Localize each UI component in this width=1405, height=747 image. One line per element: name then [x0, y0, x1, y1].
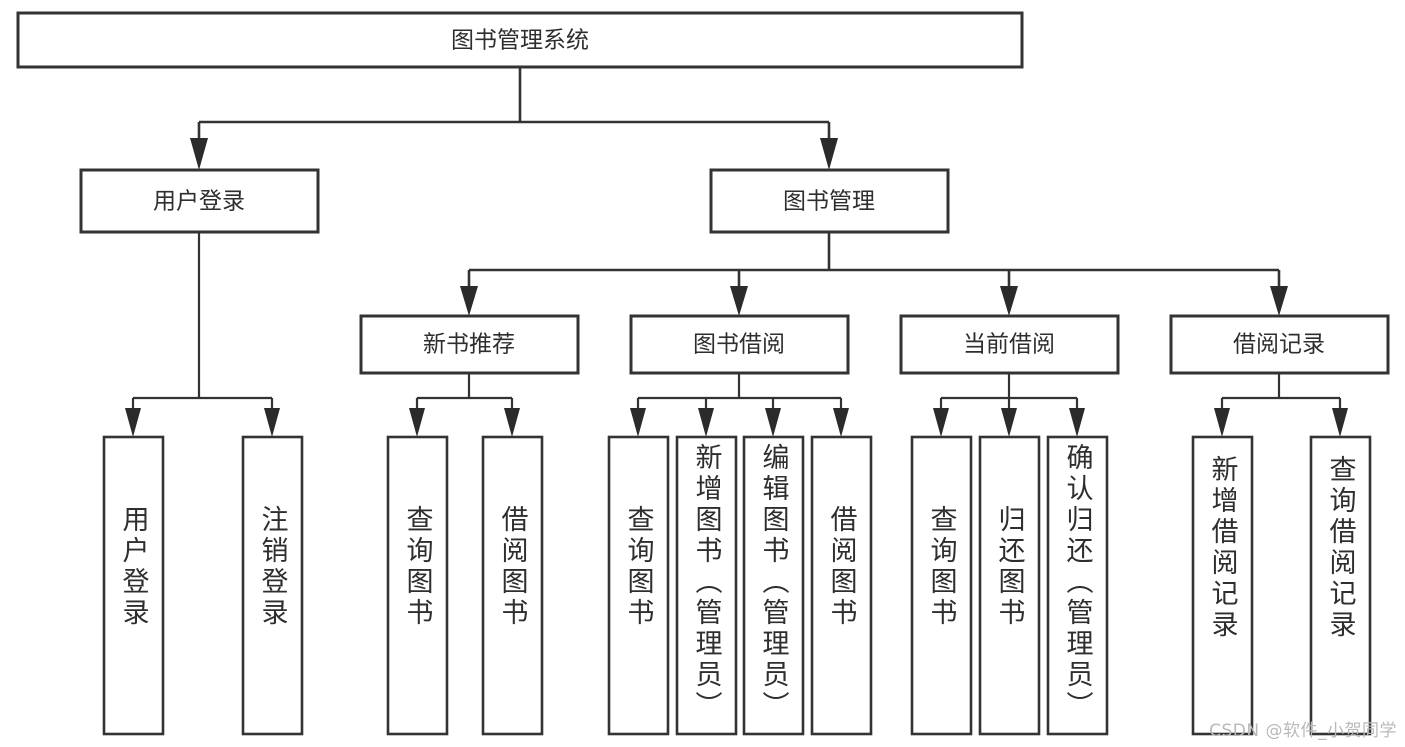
node-borrow-record-box[interactable]: [1169, 314, 1390, 375]
connector-userlogin-to-leaves: [125, 232, 280, 437]
leaf-box-query-book-1[interactable]: [386, 435, 449, 736]
arrow-head-icon: [1332, 408, 1348, 437]
node-user-login-box[interactable]: [79, 168, 320, 234]
leaf-box-confirm-return[interactable]: [1046, 435, 1109, 736]
arrow-head-icon: [698, 408, 714, 437]
leaf-box-user-login[interactable]: [102, 435, 165, 736]
leaf-box-query-record[interactable]: [1309, 435, 1372, 736]
arrow-head-icon: [1270, 286, 1288, 316]
node-book-borrow-box[interactable]: [629, 314, 850, 375]
arrow-head-icon: [933, 408, 949, 437]
leaf-box-return-book[interactable]: [978, 435, 1041, 736]
node-new-book-recommend-box[interactable]: [359, 314, 580, 375]
connector-bookmanage-to-level3: [460, 232, 1288, 316]
arrow-head-icon: [1000, 286, 1018, 316]
node-book-manage[interactable]: 图书管理: [709, 168, 950, 234]
node-borrow-record[interactable]: 借阅记录: [1169, 314, 1390, 375]
arrow-head-icon: [820, 138, 838, 170]
leaf-box-edit-book[interactable]: [742, 435, 805, 736]
arrow-head-icon: [630, 408, 646, 437]
leaf-box-add-record[interactable]: [1191, 435, 1254, 736]
node-user-login[interactable]: 用户登录: [79, 168, 320, 234]
leaf-box-query-book-2[interactable]: [607, 435, 670, 736]
node-current-borrow-box[interactable]: [899, 314, 1120, 375]
arrow-head-icon: [1001, 408, 1017, 437]
node-new-book-recommend-label: 新书推荐: [423, 332, 515, 358]
leaf-box-query-book-3[interactable]: [910, 435, 973, 736]
node-borrow-record-label: 借阅记录: [1233, 332, 1325, 358]
connector-root-to-level2: [190, 67, 838, 170]
arrow-head-icon: [730, 286, 748, 316]
connector-borrowrecord-to-leaves: [1214, 373, 1348, 437]
arrow-head-icon: [504, 408, 520, 437]
arrow-head-icon: [1069, 408, 1085, 437]
node-book-borrow[interactable]: 图书借阅: [629, 314, 850, 375]
arrow-head-icon: [460, 286, 478, 316]
arrow-head-icon: [833, 408, 849, 437]
leaf-box-logout-login[interactable]: [241, 435, 304, 736]
arrow-head-icon: [409, 408, 425, 437]
node-root-label: 图书管理系统: [451, 28, 589, 54]
node-current-borrow[interactable]: 当前借阅: [899, 314, 1120, 375]
leaf-box-borrow-book-2[interactable]: [810, 435, 873, 736]
arrow-head-icon: [1214, 408, 1230, 437]
node-new-book-recommend[interactable]: 新书推荐: [359, 314, 580, 375]
node-user-login-label: 用户登录: [153, 189, 245, 215]
connector-bookborrow-to-leaves: [630, 373, 849, 437]
leaf-box-add-book[interactable]: [675, 435, 738, 736]
leaf-box-borrow-book-1[interactable]: [481, 435, 544, 736]
arrow-head-icon: [765, 408, 781, 437]
connector-newbook-to-leaves: [409, 373, 520, 437]
connector-currentborrow-to-leaves: [933, 373, 1085, 437]
arrow-head-icon: [125, 408, 141, 437]
node-root[interactable]: 图书管理系统: [16, 11, 1024, 69]
arrow-head-icon: [190, 138, 208, 170]
node-book-manage-box[interactable]: [709, 168, 950, 234]
node-root-box[interactable]: [16, 11, 1024, 69]
arrow-head-icon: [264, 408, 280, 437]
node-book-borrow-label: 图书借阅: [693, 332, 785, 358]
node-book-manage-label: 图书管理: [783, 189, 875, 215]
watermark-text: CSDN @软件_小贺同学: [1209, 721, 1397, 741]
node-current-borrow-label: 当前借阅: [963, 332, 1055, 358]
